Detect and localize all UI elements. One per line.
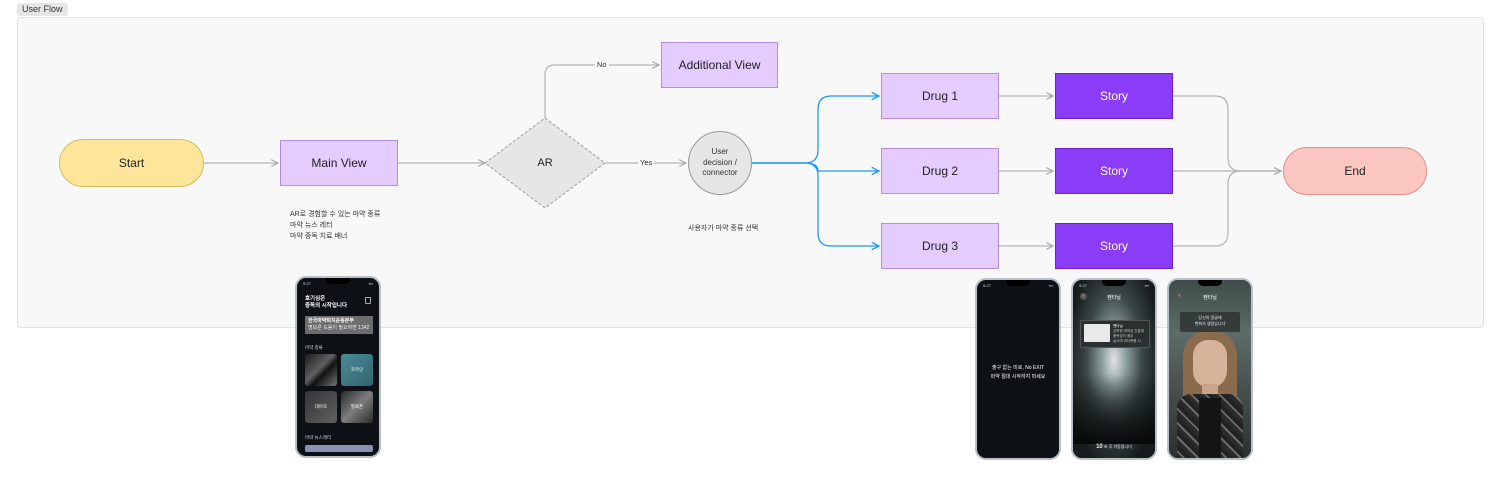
crowd-silhouettes [1073, 374, 1155, 444]
drug-tile-meth[interactable]: 필로폰 [341, 391, 373, 423]
edge-story1-end [1173, 95, 1281, 171]
status-time: 9:27 [983, 283, 991, 288]
drug-1-node[interactable]: Drug 1 [881, 73, 999, 119]
frame-label[interactable]: User Flow [17, 3, 68, 16]
phone-intro-screen[interactable]: 9:27 ▪▪▪ 출구 없는 미로, No EXIT 마약 절대 시작하지 마세… [975, 278, 1061, 460]
phone-face-ar-screen[interactable]: ‹ 펜타닐 당신의 얼굴에 변화가 생겼습니다 [1167, 278, 1253, 460]
phone-notch [326, 278, 350, 284]
phone-main-screen[interactable]: 9:27 ▪▪▪ 호기심은 중독의 시작입니다 한국마약퇴치운동본부 명보른 도… [295, 276, 381, 458]
ar-decision-diamond [484, 117, 606, 209]
screen-header: 펜타닐 [1203, 295, 1217, 301]
ar-node-label[interactable]: AR [537, 157, 553, 169]
decision-note: 사용자가 마약 종류 선택 [688, 225, 759, 232]
decision-connector-node[interactable]: User decision / connector [688, 131, 752, 195]
edge-story3-end [1173, 170, 1242, 247]
edge-ar-additional [544, 65, 659, 118]
edge-decision-drug1 [752, 96, 879, 164]
start-node[interactable]: Start [59, 139, 204, 187]
story-1-node[interactable]: Story [1055, 73, 1173, 119]
edge-label-no: No [595, 60, 609, 69]
intro-message: 출구 없는 미로, No EXIT 마약 절대 시작하지 마세요 [990, 365, 1046, 380]
drug-info-popup: 펜타닐 강력한 마약성 진통제 중독성이 매우 높으며 과다복용 시 [1080, 320, 1150, 348]
portrait-tee [1199, 398, 1221, 458]
main-view-note: AR로 경험할 수 있는 마약 종류 마약 뉴스 레터 마약 중독 치료 배너 [290, 211, 381, 240]
drug-2-node[interactable]: Drug 2 [881, 148, 999, 194]
drug-3-node[interactable]: Drug 3 [881, 223, 999, 269]
main-view-node[interactable]: Main View [280, 140, 398, 186]
status-time: 9:27 [1079, 283, 1087, 288]
additional-view-node[interactable]: Additional View [661, 42, 778, 88]
face-change-message: 당신의 얼굴에 변화가 생겼습니다 [1180, 312, 1240, 332]
drug-tile-cannabis[interactable]: 대마초 [305, 391, 337, 423]
story-3-node[interactable]: Story [1055, 223, 1173, 269]
drug-info-text: 펜타닐 강력한 마약성 진통제 중독성이 매우 높으며 과다복용 시 [1113, 324, 1144, 343]
newsletter-heading: 마약 뉴스레터 [305, 435, 332, 440]
molecule-image [1084, 324, 1110, 342]
edge-decision-drug3 [752, 162, 879, 246]
decision-line-1: User [711, 147, 729, 157]
status-icons: ▪▪▪ [368, 281, 373, 286]
screen-header: 펜타닐 [1107, 295, 1121, 301]
back-icon[interactable]: ‹ [1080, 293, 1087, 300]
treatment-banner[interactable]: 한국마약퇴치운동본부 명보른 도움이 필요하면 1342 [305, 316, 373, 334]
status-icons: ▪▪▪ [1144, 283, 1149, 288]
edge-label-yes: Yes [638, 158, 655, 167]
countdown-text: 10 초 후 이동합니다 [1096, 444, 1132, 450]
story-2-node[interactable]: Story [1055, 148, 1173, 194]
drug-types-heading: 마약 종류 [305, 345, 323, 350]
newsletter-card[interactable] [305, 445, 373, 452]
phone-ar-tunnel-screen[interactable]: 9:27 ▪▪▪ ‹ 펜타닐 펜타닐 강력한 마약성 진통제 중독성이 매우 높… [1071, 278, 1157, 460]
phone-notch [1006, 280, 1030, 286]
phone-notch [1102, 280, 1126, 286]
phone-notch [1198, 280, 1222, 286]
decision-line-2: decision / [703, 157, 737, 167]
portrait-face [1193, 340, 1227, 388]
share-icon[interactable] [365, 297, 371, 304]
back-icon[interactable]: ‹ [1176, 293, 1183, 300]
decision-line-3: connector [702, 168, 738, 178]
drug-tile-cocaine[interactable]: 코카인 [341, 354, 373, 386]
drug-tile-1[interactable] [305, 354, 337, 386]
status-time: 9:27 [303, 281, 311, 286]
main-screen-title: 호기심은 중독의 시작입니다 [305, 296, 348, 309]
status-icons: ▪▪▪ [1048, 283, 1053, 288]
end-node[interactable]: End [1283, 147, 1427, 195]
